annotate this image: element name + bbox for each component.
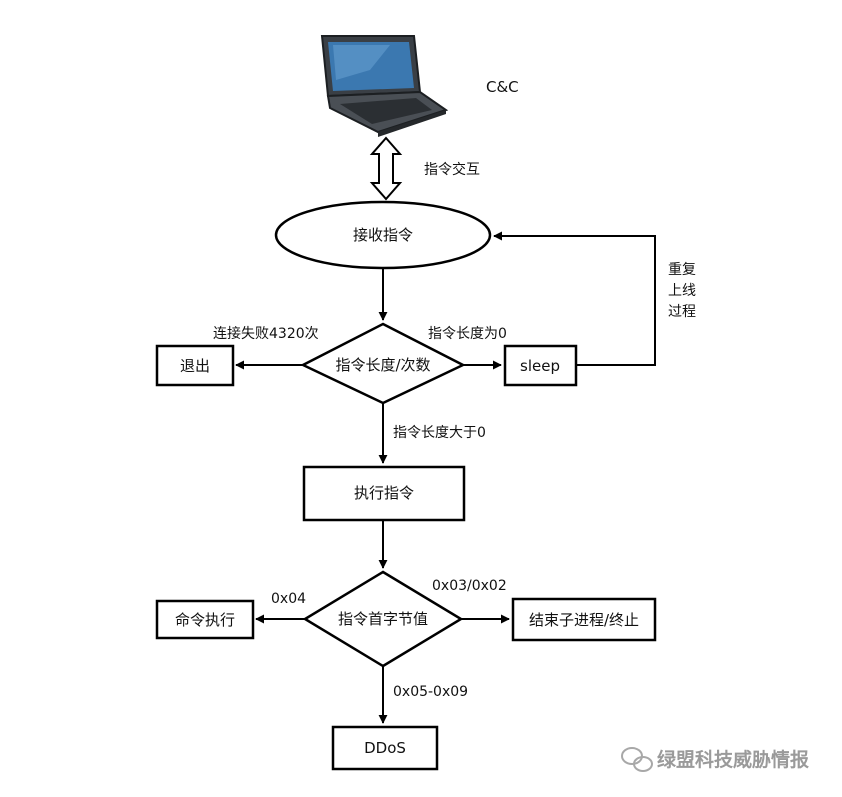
execute-label: 执行指令 [354,484,414,502]
ddos-label: DDoS [364,739,406,757]
sleep-node [503,344,578,387]
fail-label: 连接失败4320次 [213,325,319,342]
relaunch-label-1: 重复 [668,261,696,278]
execute-node [302,465,466,522]
edge-sleep-receive [493,231,656,366]
laptop-icon [320,35,449,137]
interaction-double-arrow [369,136,403,201]
ddos-node [331,725,439,771]
terminate-node [511,597,657,642]
interaction-label: 指令交互 [424,161,480,178]
op0302-label: 0x03/0x02 [432,578,507,594]
wechat-icon [621,747,653,772]
receive-node [274,200,492,270]
watermark-text: 绿盟科技威胁情报 [657,748,809,771]
positive-label: 指令长度大于0 [393,425,486,441]
receive-label: 接收指令 [353,226,413,244]
op04-label: 0x04 [271,591,306,607]
cc-label: C&C [486,78,519,96]
relaunch-label-2: 上线 [668,283,696,299]
firstbyte-label: 指令首字节值 [338,610,428,628]
cmdexec-node [155,599,255,640]
zero-label: 指令长度为0 [428,326,507,342]
relaunch-label-3: 过程 [668,304,696,320]
terminate-label: 结束子进程/终止 [529,611,639,629]
op0509-label: 0x05-0x09 [393,684,468,700]
sleep-label: sleep [520,357,560,375]
cmdexec-label: 命令执行 [175,611,235,629]
exit-node [155,344,235,387]
exit-label: 退出 [180,357,210,375]
check-label: 指令长度/次数 [335,356,430,374]
